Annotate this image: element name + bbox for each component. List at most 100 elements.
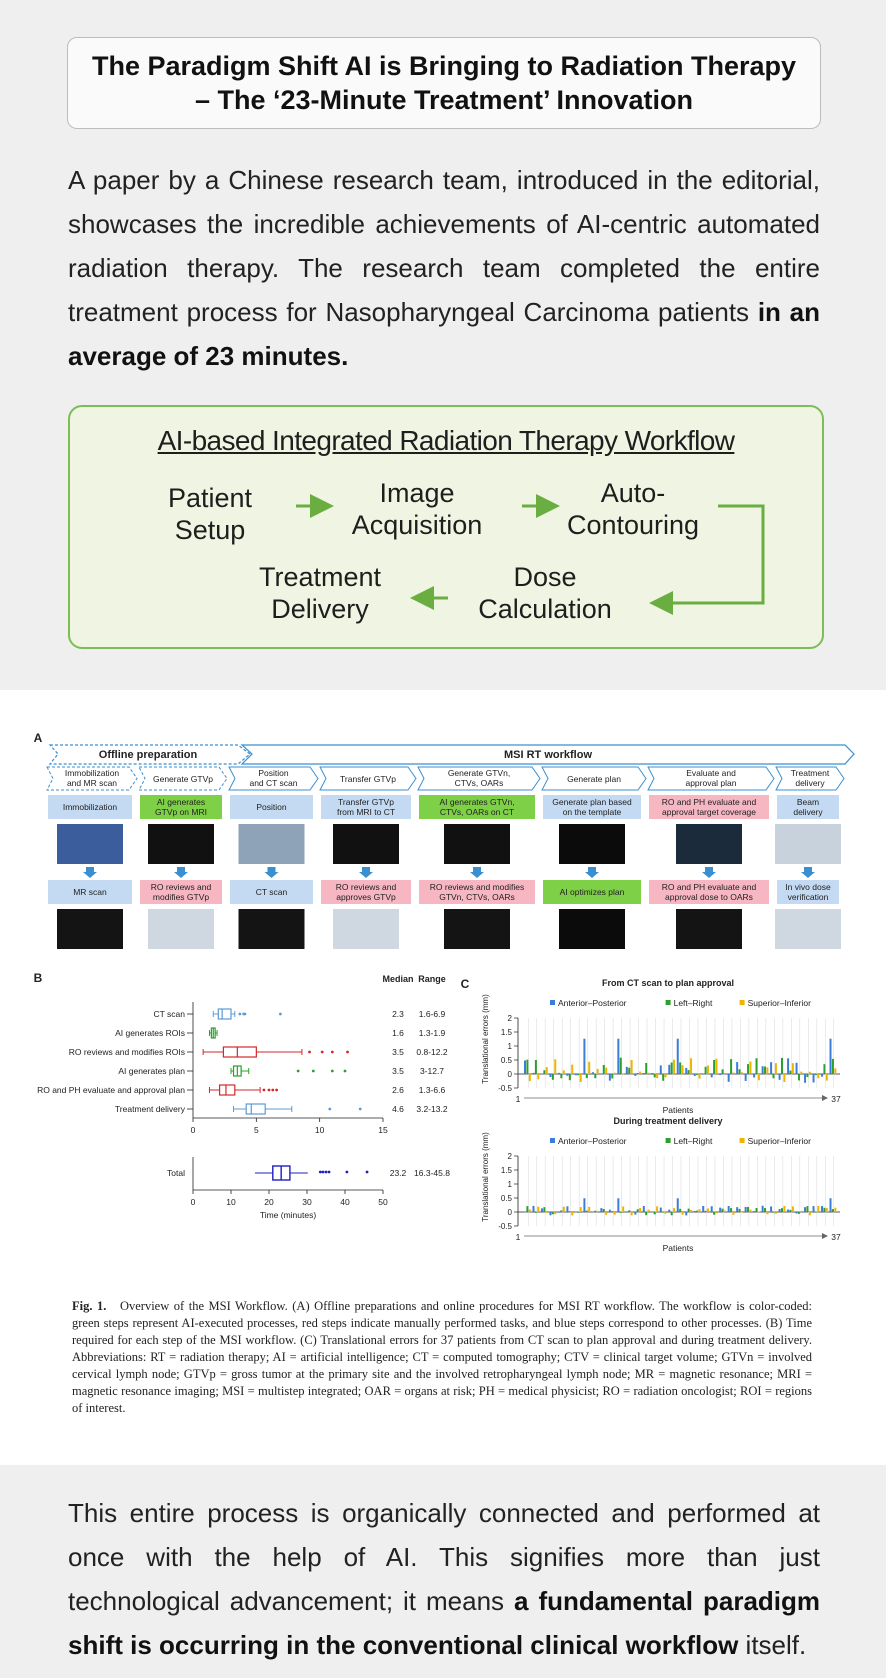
header-chevron [46, 766, 138, 791]
thumbnail-image [333, 909, 399, 949]
error-bar [770, 1206, 773, 1212]
step-box-bottom-label: RO and PH evaluate and [662, 882, 757, 892]
error-bar [528, 1074, 531, 1082]
error-bar [808, 1071, 811, 1074]
total-range: 16.3-45.8 [414, 1168, 450, 1178]
error-bar [668, 1209, 671, 1212]
thumbnail-image [148, 824, 214, 864]
error-bar [727, 1074, 730, 1082]
error-bar [647, 1072, 650, 1074]
error-bar [588, 1061, 591, 1074]
median-value: 2.3 [392, 1009, 404, 1019]
legend-label: Superior–Inferior [748, 998, 811, 1008]
error-bar [651, 1073, 654, 1074]
error-bar [732, 1072, 735, 1074]
error-bar [602, 1208, 605, 1212]
step-box-bottom-label: In vivo dose [785, 882, 831, 892]
step-box-top-label: CTVs, OARs on CT [440, 807, 514, 817]
step-box-top-label: on the template [563, 807, 622, 817]
error-bar [656, 1206, 659, 1212]
step-auto-contouring: Auto- Contouring [548, 477, 718, 541]
down-arrow [702, 867, 716, 878]
outlier-point [262, 1088, 266, 1092]
error-bar [585, 1074, 588, 1079]
header-label: Generate GTVp [153, 774, 213, 784]
x-tick-label: 0 [191, 1125, 196, 1135]
step-box-top-label: approval target coverage [662, 807, 756, 817]
error-bar [622, 1206, 625, 1212]
error-bar [806, 1206, 809, 1212]
msi-chevron [240, 744, 855, 765]
patients-label: Patients [663, 1105, 694, 1115]
error-bar [753, 1074, 756, 1078]
step-box-bottom-label: modifies GTVp [153, 892, 209, 902]
step-box-bottom-label: CT scan [256, 887, 288, 897]
step-box-top-label: AI generates GTVn, [439, 797, 514, 807]
x-tick-label: 10 [315, 1125, 325, 1135]
x-tick-label: 5 [254, 1125, 259, 1135]
header-label: approval plan [685, 778, 736, 788]
error-bar [831, 1209, 834, 1212]
x-start-label: 1 [516, 1232, 521, 1242]
title-box: The Paradigm Shift AI is Bringing to Rad… [67, 37, 821, 129]
error-bar [651, 1211, 654, 1213]
error-bar [797, 1212, 800, 1214]
error-bar [690, 1209, 693, 1212]
outro-bold: a fundamental paradigm shift is occurrin… [68, 1586, 821, 1660]
error-bar [537, 1206, 540, 1212]
range-value: 1.3-1.9 [419, 1028, 446, 1038]
error-bar [526, 1059, 529, 1074]
legend-swatch [739, 1000, 745, 1005]
error-bar [534, 1059, 537, 1074]
error-bar [713, 1212, 716, 1215]
y-tick-label: 1 [508, 1180, 513, 1189]
error-bar [780, 1057, 783, 1074]
total-outlier [318, 1170, 322, 1174]
step-box-top [777, 795, 839, 819]
error-bar [625, 1066, 628, 1074]
error-bar [549, 1212, 552, 1216]
step-line: Contouring [566, 510, 700, 540]
thumbnail-image [333, 824, 399, 864]
x-end-label: 37 [831, 1232, 841, 1242]
error-bar [736, 1062, 739, 1074]
error-bar [562, 1206, 565, 1212]
error-bar [560, 1210, 563, 1212]
y-tick-label: 0.5 [501, 1194, 513, 1203]
error-bar [687, 1208, 690, 1212]
outlier-point [243, 1012, 247, 1016]
step-box-top [48, 795, 132, 819]
error-bar [634, 1212, 637, 1215]
error-bar [628, 1067, 631, 1074]
error-bar [713, 1059, 716, 1074]
error-bar [704, 1066, 707, 1074]
error-bar [528, 1209, 531, 1212]
outlier-point [271, 1088, 275, 1092]
error-bar [825, 1074, 828, 1081]
error-bar [770, 1062, 773, 1074]
error-bar [551, 1212, 554, 1215]
error-bar [605, 1067, 608, 1074]
error-bar [829, 1038, 832, 1074]
error-bar [778, 1074, 781, 1080]
error-bar [577, 1212, 580, 1213]
error-bar [679, 1208, 682, 1212]
step-box-top [649, 795, 769, 819]
header-label: Generate plan [567, 774, 621, 784]
step-box-bottom [419, 880, 535, 904]
error-bar [829, 1198, 832, 1212]
x-end-label: 37 [831, 1094, 841, 1104]
thumbnail-image [559, 824, 625, 864]
error-bar [736, 1207, 739, 1212]
error-bar [608, 1209, 611, 1212]
error-bar [804, 1207, 807, 1212]
error-bar [611, 1074, 614, 1079]
intro-paragraph: A paper by a Chinese research team, intr… [68, 158, 820, 378]
step-box-bottom-label: approves GTVp [336, 892, 396, 902]
row-label: AI generates ROIs [115, 1028, 185, 1038]
down-arrow [585, 867, 599, 878]
error-bar [791, 1063, 794, 1074]
error-bar [571, 1064, 574, 1074]
step-box-top [543, 795, 641, 819]
